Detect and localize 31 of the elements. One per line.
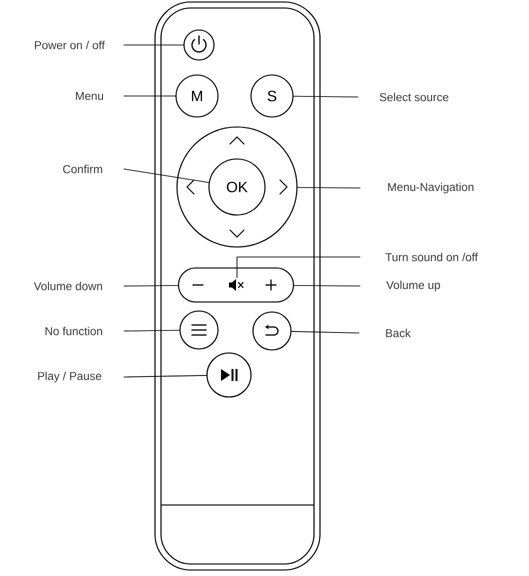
back-button xyxy=(252,311,292,351)
callout-label: Menu-Navigation xyxy=(388,182,474,194)
power-button xyxy=(183,29,215,61)
callout-label: Back xyxy=(386,328,411,338)
leader-line xyxy=(124,285,178,286)
volume-rocker xyxy=(178,267,294,303)
leader-line xyxy=(236,256,360,278)
callout-label: Play / Pause xyxy=(38,372,102,382)
callout-label: Volume up xyxy=(386,280,440,292)
ok-button: OK xyxy=(208,158,266,216)
callout-label: Select source xyxy=(380,92,448,102)
menu-button: M xyxy=(175,74,219,118)
leader-line xyxy=(293,96,358,98)
leader-line xyxy=(124,375,207,378)
callout-label: No function xyxy=(46,326,102,336)
mute-icon xyxy=(229,279,244,291)
leader-line xyxy=(124,168,210,183)
play-pause-button xyxy=(206,352,252,398)
callout-label: Menu xyxy=(76,92,104,100)
list-button xyxy=(179,310,219,350)
leader-line xyxy=(297,187,360,188)
callout-label: Confirm xyxy=(63,164,102,174)
callout-label: Volume down xyxy=(34,282,102,290)
callout-label: Turn sound on /off xyxy=(385,252,478,262)
source-button: S xyxy=(250,74,294,118)
leader-line xyxy=(291,331,360,334)
leader-line xyxy=(124,44,184,46)
leader-line xyxy=(124,330,180,332)
navigation-pad xyxy=(176,126,298,248)
callout-label: Power on / off xyxy=(35,40,105,50)
leader-line xyxy=(294,285,360,286)
